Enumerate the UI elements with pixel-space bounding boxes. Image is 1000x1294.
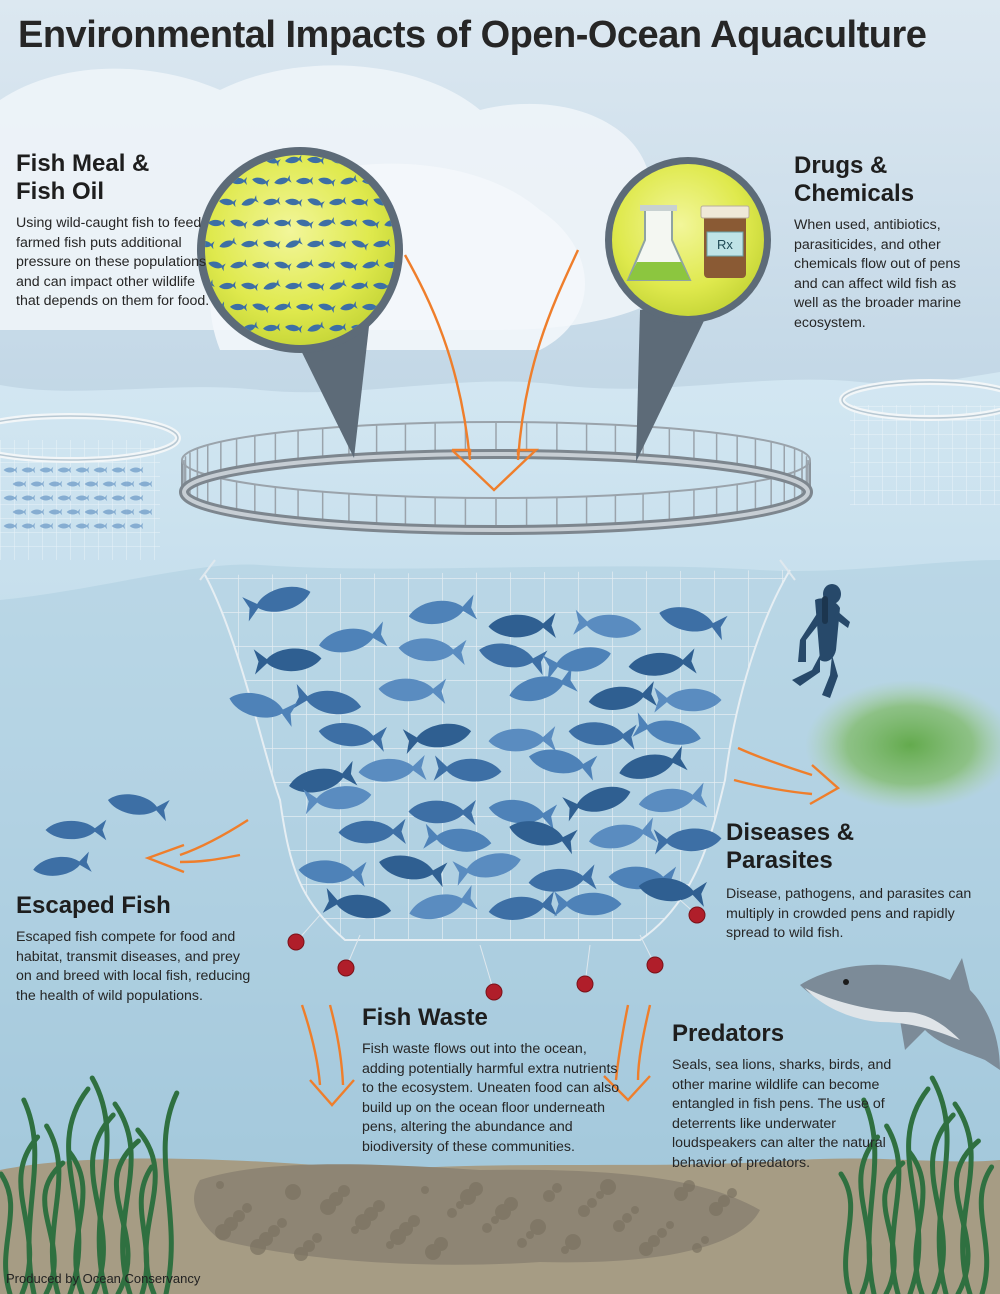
seagrass-blade [0,1171,14,1294]
seagrass-blade [135,1127,158,1294]
seagrass-blade [66,1149,86,1294]
flask-icon [626,205,692,281]
disease-cloud [805,680,1000,810]
fish-meal-heading: Fish Meal & Fish Oil [16,150,216,206]
seagrass-blade [978,1164,995,1294]
drugs-section: Drugs & Chemicals When used, antibiotics… [794,152,984,333]
diseases-heading-line2: Parasites [726,847,833,874]
escaped-heading: Escaped Fish [16,892,171,919]
predators-section: Predators Seals, sea lions, sharks, bird… [672,1020,908,1173]
drugs-text: When used, antibiotics, parasiticides, a… [794,217,962,331]
waste-mound [194,1164,761,1265]
fish-meal-section: Fish Meal & Fish Oil Using wild-caught f… [16,150,216,312]
seagrass-blade [89,1075,110,1294]
fish-meal-callout [197,147,403,458]
page-title: Environmental Impacts of Open-Ocean Aqua… [18,14,927,56]
seagrass-blade [838,1171,854,1294]
background-pen-right [839,379,1000,505]
fish-meal-heading-line2: Fish Oil [16,178,105,205]
seagrass-blade [906,1149,926,1294]
fish-waste-pellets [287,899,706,1001]
seagrass-blade [138,1164,155,1294]
main-pen-ring [179,421,813,535]
credit-line: Produced by Ocean Conservancy [6,1271,201,1286]
pill-bottle-icon: Rx [700,205,750,278]
seagrass-blade [44,1123,62,1294]
seagrass-blade [162,1090,180,1294]
seagrass-blade [929,1075,950,1294]
seagrass-blade [884,1123,902,1294]
predators-heading: Predators [672,1020,785,1047]
rx-label: Rx [717,237,733,252]
shark-icon [800,958,1000,1070]
drugs-callout: Rx [605,157,771,462]
waste-deposits [215,1179,737,1261]
fish-meal-heading-line1: Fish Meal & [16,150,150,177]
drugs-heading: Drugs & Chemicals [794,152,984,208]
diseases-section: Diseases & Parasites Disease, pathogens,… [726,819,976,944]
diseases-heading: Diseases & Parasites [726,819,976,875]
diver-icon [792,584,850,698]
escaped-text: Escaped fish compete for food and habita… [16,929,251,1004]
flow-arrows [144,249,841,1107]
waste-heading: Fish Waste [362,1004,488,1031]
seagrass-right [838,1075,995,1294]
seagrass-blade [21,1097,38,1294]
seagrass-blade [112,1101,134,1294]
diseases-text: Disease, pathogens, and parasites can mu… [726,886,972,941]
escaped-section: Escaped Fish Escaped fish compete for fo… [16,892,256,1006]
drugs-heading-line2: Chemicals [794,180,915,207]
seagrass-left [0,1075,180,1294]
fish-meal-text: Using wild-caught fish to feed farmed fi… [16,215,210,309]
waste-text: Fish waste flows out into the ocean, add… [362,1041,620,1155]
drugs-heading-line1: Drugs & [794,152,888,179]
seagrass-blade [952,1101,974,1294]
diseases-heading-line1: Diseases & [726,819,855,846]
waste-section: Fish Waste Fish waste flows out into the… [362,1004,622,1157]
seagrass-blade [861,1097,878,1294]
predators-text: Seals, sea lions, sharks, birds, and oth… [672,1057,892,1171]
